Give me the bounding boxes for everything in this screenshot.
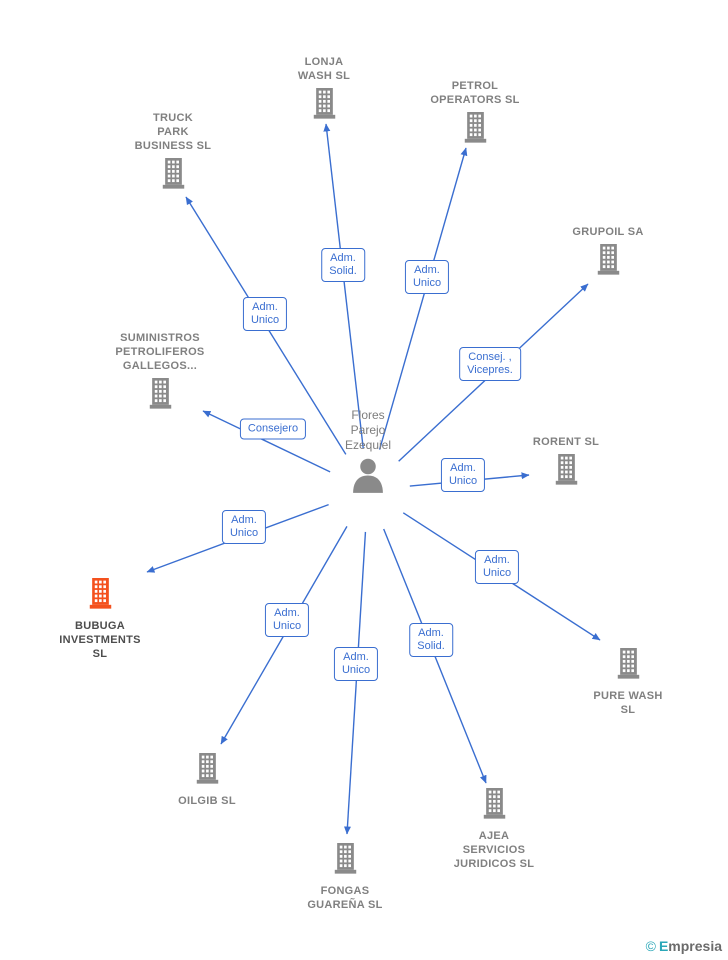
company-label: RORENT SL	[532, 436, 600, 448]
edge-label-petrol-operators-sl: Adm.Unico	[404, 260, 450, 294]
edge-label-pure-wash-sl: Adm.Unico	[474, 550, 520, 584]
edge-label-ajea-servicios-juridicos-sl: Adm.Solid.	[409, 623, 453, 657]
edge-label-bubuga-investments-sl: Adm.Unico	[221, 510, 267, 544]
building-icon	[597, 244, 619, 275]
company-label: GRUPOIL SA	[572, 226, 644, 238]
company-node-grupoil-sa[interactable]: GRUPOIL SA	[533, 225, 683, 280]
person-icon	[353, 458, 383, 493]
building-icon	[196, 753, 218, 784]
edge-label-fongas-guarena-sl: Adm.Unico	[333, 647, 379, 681]
building-icon	[149, 378, 171, 409]
edge-petrol-operators-sl	[378, 147, 468, 450]
edge-label-suministros-petroliferos-gallegos: Consejero	[239, 418, 307, 440]
company-label: OILGIB SL	[178, 795, 236, 807]
company-node-oilgib-sl[interactable]: OILGIB SL	[132, 753, 282, 808]
edge-lonja-wash-sl	[323, 123, 364, 449]
edge-label-rorent-sl: Adm.Unico	[440, 458, 486, 492]
copyright-symbol: ©	[645, 938, 656, 954]
edge-label-lonja-wash-sl: Adm.Solid.	[321, 248, 365, 282]
edge-label-grupoil-sa: Consej. ,Vicepres.	[459, 347, 521, 381]
building-icon	[313, 88, 335, 119]
company-node-rorent-sl[interactable]: RORENT SL	[491, 435, 641, 490]
brand-logo[interactable]: Empresia	[658, 938, 722, 954]
building-icon	[89, 578, 111, 609]
building-icon	[162, 158, 184, 189]
building-icon	[617, 648, 639, 679]
edge-label-oilgib-sl: Adm.Unico	[264, 603, 310, 637]
building-icon	[483, 788, 505, 819]
watermark: ©Empresia	[646, 938, 722, 954]
edge-label-truck-park-business-sl: Adm.Unico	[242, 297, 288, 331]
edge-fongas-guarena-sl	[343, 531, 367, 835]
building-icon	[464, 112, 486, 143]
building-icon	[334, 843, 356, 874]
building-icon	[555, 454, 577, 485]
